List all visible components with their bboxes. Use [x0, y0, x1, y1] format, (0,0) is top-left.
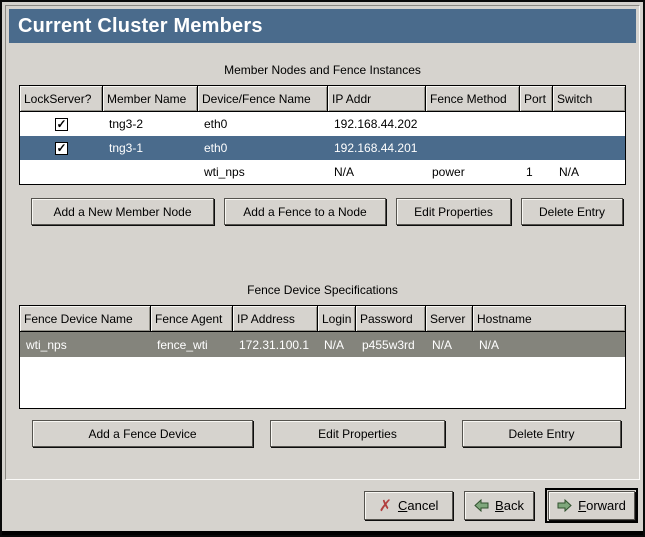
member-nodes-table-header: LockServer? Member Name Device/Fence Nam… [20, 86, 625, 112]
content-panel: Current Cluster Members Member Nodes and… [5, 5, 640, 480]
ip-addr-cell: 192.168.44.202 [328, 117, 426, 131]
edit-member-properties-button[interactable]: Edit Properties [396, 198, 511, 225]
back-button[interactable]: Back [464, 491, 534, 520]
hostname-cell: N/A [473, 338, 625, 352]
add-fence-device-button[interactable]: Add a Fence Device [32, 420, 253, 447]
fence-agent-cell: fence_wti [151, 338, 233, 352]
table-row-tng3-2[interactable]: tng3-2 eth0 192.168.44.202 [20, 112, 625, 136]
page-title-text: Current Cluster Members [18, 15, 263, 38]
table-row-wti-nps-device-selected[interactable]: wti_nps fence_wti 172.31.100.1 N/A p455w… [20, 332, 625, 357]
column-header-member-name[interactable]: Member Name [103, 86, 198, 111]
column-header-login[interactable]: Login [318, 306, 356, 331]
column-header-lockserver[interactable]: LockServer? [20, 86, 103, 111]
table-row-tng3-1-selected[interactable]: tng3-1 eth0 192.168.44.201 [20, 136, 625, 160]
member-actions-row: Add a New Member Node Add a Fence to a N… [31, 198, 639, 225]
members-table-caption: Member Nodes and Fence Instances [6, 63, 639, 77]
device-fence-name-cell: wti_nps [198, 165, 328, 179]
back-arrow-icon [474, 499, 489, 512]
device-fence-name-cell: eth0 [198, 117, 328, 131]
column-header-hostname[interactable]: Hostname [473, 306, 625, 331]
column-header-password[interactable]: Password [356, 306, 426, 331]
fence-devices-table-header: Fence Device Name Fence Agent IP Address… [20, 306, 625, 332]
fence-actions-row: Add a Fence Device Edit Properties Delet… [32, 420, 639, 447]
port-cell: 1 [520, 165, 553, 179]
lockserver-cell [20, 118, 103, 131]
column-header-device-fence-name[interactable]: Device/Fence Name [198, 86, 328, 111]
column-header-port[interactable]: Port [520, 86, 553, 111]
column-header-fence-device-name[interactable]: Fence Device Name [20, 306, 151, 331]
forward-button[interactable]: Forward [548, 491, 635, 520]
add-fence-to-node-button[interactable]: Add a Fence to a Node [224, 198, 386, 225]
edit-fence-properties-button[interactable]: Edit Properties [270, 420, 445, 447]
device-fence-name-cell: eth0 [198, 141, 328, 155]
member-name-cell: tng3-1 [103, 141, 198, 155]
ip-addr-cell: 192.168.44.201 [328, 141, 426, 155]
column-header-server[interactable]: Server [426, 306, 473, 331]
empty-table-area[interactable] [20, 357, 625, 408]
delete-member-entry-button[interactable]: Delete Entry [521, 198, 623, 225]
fence-devices-table: Fence Device Name Fence Agent IP Address… [19, 305, 626, 409]
delete-fence-entry-button[interactable]: Delete Entry [462, 420, 621, 447]
column-header-ip-address[interactable]: IP Address [233, 306, 318, 331]
back-button-label: Back [495, 498, 524, 513]
ip-addr-cell: N/A [328, 165, 426, 179]
table-row-wti-nps-instance[interactable]: wti_nps N/A power 1 N/A [20, 160, 625, 184]
password-cell: p455w3rd [356, 338, 426, 352]
default-button-frame: Forward [545, 488, 638, 523]
fence-device-name-cell: wti_nps [20, 338, 151, 352]
ip-address-cell: 172.31.100.1 [233, 338, 318, 352]
page-title: Current Cluster Members [9, 9, 636, 43]
column-header-ip-addr[interactable]: IP Addr [328, 86, 426, 111]
cancel-button-label: Cancel [398, 498, 438, 513]
forward-button-label: Forward [578, 498, 626, 513]
lockserver-cell [20, 142, 103, 155]
forward-arrow-icon [557, 499, 572, 512]
server-cell: N/A [426, 338, 473, 352]
member-name-cell: tng3-2 [103, 117, 198, 131]
switch-cell: N/A [553, 165, 625, 179]
window-bottom-edge [2, 531, 643, 535]
wizard-button-bar: ✗ Cancel Back Forward [2, 480, 643, 531]
lockserver-checkbox[interactable] [55, 118, 68, 131]
column-header-fence-agent[interactable]: Fence Agent [151, 306, 233, 331]
column-header-fence-method[interactable]: Fence Method [426, 86, 520, 111]
add-member-node-button[interactable]: Add a New Member Node [31, 198, 214, 225]
fence-table-caption: Fence Device Specifications [6, 283, 639, 297]
cancel-x-icon: ✗ [379, 498, 392, 514]
cancel-button[interactable]: ✗ Cancel [364, 491, 453, 520]
fence-method-cell: power [426, 165, 520, 179]
login-cell: N/A [318, 338, 356, 352]
lockserver-checkbox[interactable] [55, 142, 68, 155]
column-header-switch[interactable]: Switch [553, 86, 625, 111]
member-nodes-table: LockServer? Member Name Device/Fence Nam… [19, 85, 626, 185]
